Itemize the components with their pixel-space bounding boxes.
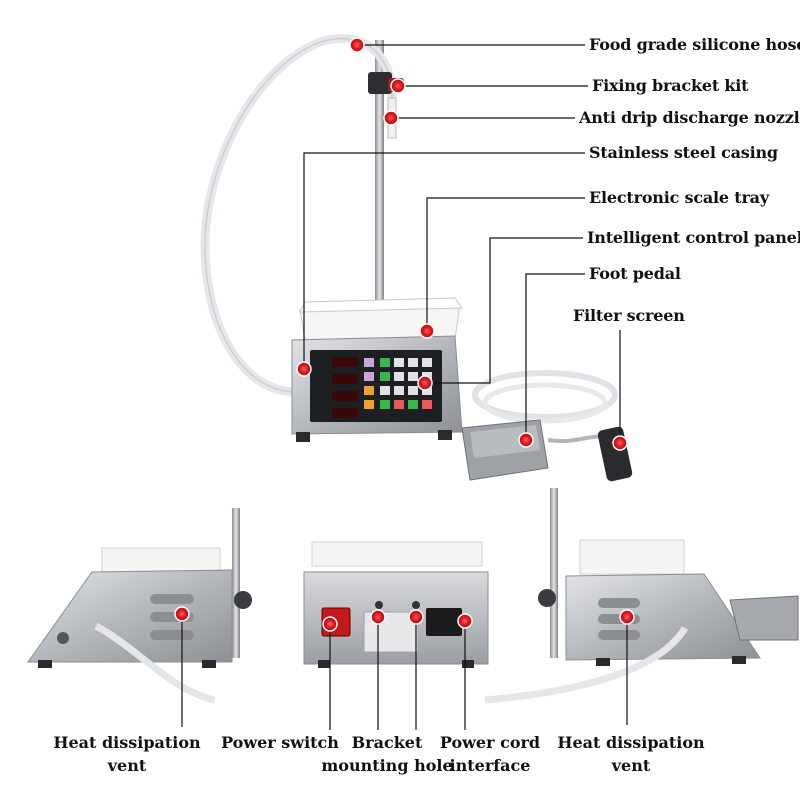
stand-pole (375, 40, 384, 310)
label-vent-right: Heat dissipation vent (556, 731, 706, 777)
side-view-left (27, 508, 252, 704)
label-bracket: Fixing bracket kit (592, 76, 749, 95)
marker-pedal (518, 432, 534, 448)
marker-power-switch (322, 616, 338, 632)
label-power-switch: Power switch (205, 731, 355, 754)
marker-power-cord (457, 613, 473, 629)
label-filter: Filter screen (573, 306, 685, 325)
marker-panel (417, 375, 433, 391)
label-power-cord: Power cord interface (415, 731, 565, 777)
callout-markers (174, 37, 635, 632)
marker-hole-a (370, 609, 386, 625)
label-vent-left: Heat dissipation vent (52, 731, 202, 777)
label-nozzle: Anti drip discharge nozzle (579, 108, 800, 127)
panel-displays (332, 357, 358, 418)
power-socket (426, 608, 462, 636)
marker-nozzle (383, 110, 399, 126)
marker-hole-b (408, 609, 424, 625)
marker-hose (349, 37, 365, 53)
marker-bracket (390, 78, 406, 94)
label-power-switch-line1: Power switch (221, 733, 339, 752)
label-power-cord-line1: Power cord (439, 733, 541, 752)
marker-tray (419, 323, 435, 339)
label-vent-right-line1: Heat dissipation (557, 733, 705, 752)
marker-vent-right (619, 609, 635, 625)
bracket-clamp (368, 72, 392, 94)
label-vent-left-line1: Heat dissipation (53, 733, 201, 752)
label-mount-hole-line1: Bracket (351, 733, 423, 752)
side-view-right (484, 488, 799, 704)
leader-lines (181, 44, 628, 730)
marker-casing (296, 361, 312, 377)
rear-view (303, 541, 489, 668)
label-mount-hole: Bracket mounting hole (312, 731, 462, 777)
label-hose: Food grade silicone hose (589, 35, 800, 54)
panel-keys (364, 358, 432, 409)
marker-filter (612, 435, 628, 451)
main-machine (200, 34, 633, 482)
filter-screen (597, 426, 633, 482)
label-pedal: Foot pedal (589, 264, 681, 283)
label-tray: Electronic scale tray (589, 188, 769, 207)
hose-coil (472, 370, 618, 420)
label-vent-right-line2: vent (611, 756, 651, 775)
marker-vent-left (174, 606, 190, 622)
label-mount-hole-line2: mounting hole (321, 756, 453, 775)
label-panel: Intelligent control panel (587, 228, 800, 247)
label-power-cord-line2: interface (449, 756, 531, 775)
label-vent-left-line2: vent (107, 756, 147, 775)
label-casing: Stainless steel casing (589, 143, 778, 162)
